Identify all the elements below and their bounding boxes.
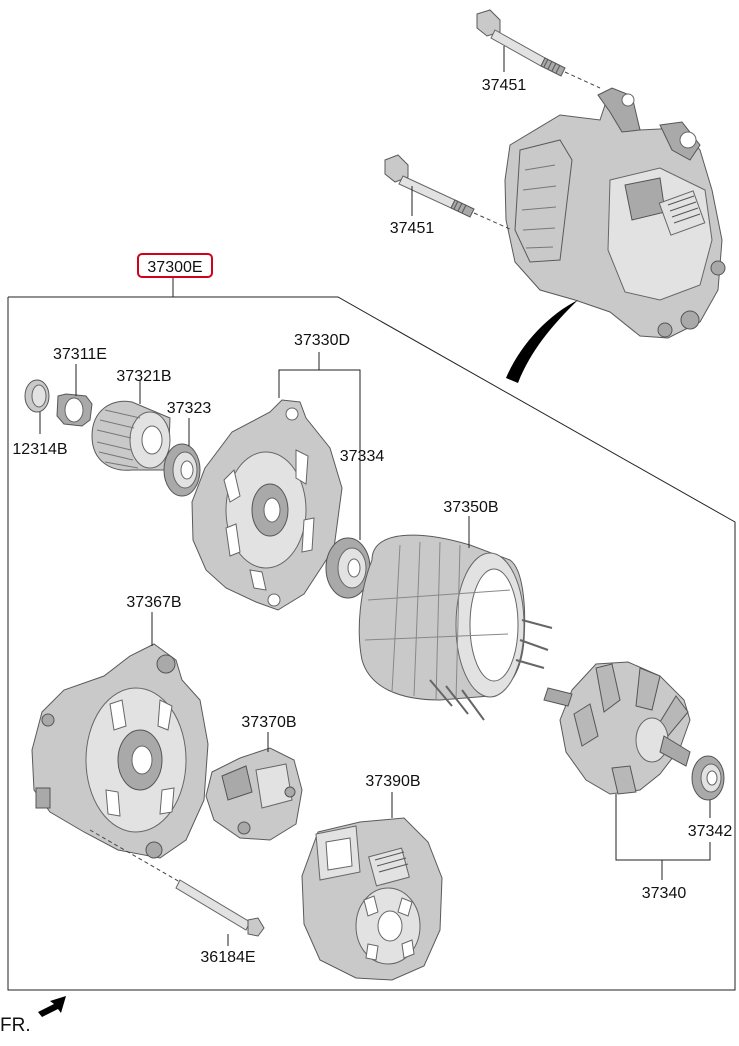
nut-part — [56, 393, 93, 427]
stator-part — [358, 534, 553, 721]
label-bolt-lower[interactable]: 37451 — [390, 220, 435, 237]
rotor-part — [543, 661, 691, 795]
label-through-bolt[interactable]: 36184E — [200, 949, 255, 966]
front-direction-arrow-icon — [38, 996, 66, 1017]
pulley-part — [91, 400, 171, 471]
label-bolt-upper[interactable]: 37451 — [482, 77, 527, 94]
rectifier-cover-part — [301, 817, 443, 981]
upper-bolt-part — [476, 9, 566, 77]
front-bracket-part — [191, 399, 343, 611]
label-front-bearing[interactable]: 37323 — [167, 400, 212, 417]
label-rectifier-cover[interactable]: 37390B — [365, 773, 420, 790]
label-regulator[interactable]: 37370B — [241, 714, 296, 731]
assembly-boundary — [7, 296, 736, 991]
label-front-direction: FR. — [0, 1015, 31, 1036]
rotor-bearing-part — [691, 755, 725, 801]
through-bolt-part — [175, 879, 265, 937]
label-rotor[interactable]: 37340 — [642, 885, 687, 902]
label-stator[interactable]: 37350B — [443, 499, 498, 516]
label-rear-bracket[interactable]: 37367B — [126, 594, 181, 611]
assembly-highlight-box — [137, 253, 213, 278]
label-rotor-bearing[interactable]: 37342 — [688, 823, 733, 840]
through-bolt-path — [89, 829, 181, 883]
label-nut[interactable]: 37311E — [53, 346, 107, 363]
label-cap[interactable]: 12314B — [12, 441, 67, 458]
label-bearing-37334[interactable]: 37334 — [340, 448, 385, 465]
bearing-37334-part — [325, 537, 371, 599]
label-pulley[interactable]: 37321B — [116, 368, 171, 385]
label-front-bracket[interactable]: 37330D — [294, 332, 350, 349]
lower-bolt-part — [384, 154, 475, 218]
upper-bolt-path — [564, 71, 601, 89]
assembled-alternator — [504, 87, 726, 339]
rotor-group-leader — [615, 794, 711, 861]
explode-arrow-icon — [506, 300, 578, 383]
regulator-part — [205, 747, 303, 841]
label-assembly[interactable]: 37300E — [147, 259, 202, 276]
rear-bracket-part — [31, 643, 209, 859]
front-bearing-part — [163, 443, 201, 497]
cap-part — [24, 379, 50, 413]
